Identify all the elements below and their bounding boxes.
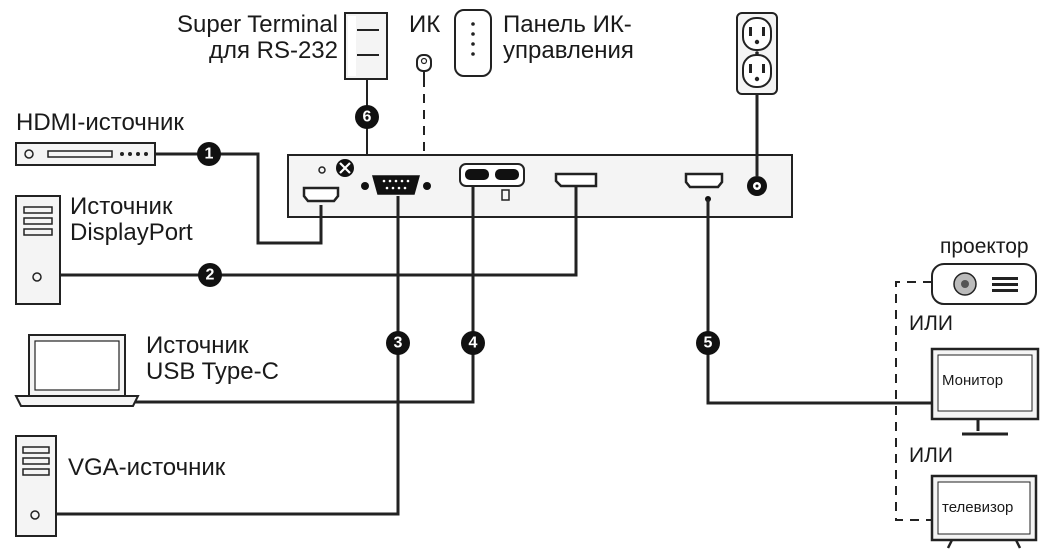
badge-6: 6 (355, 105, 379, 129)
cable-usbc (130, 186, 475, 404)
svg-text:6: 6 (363, 109, 372, 126)
badge-1: 1 (197, 142, 221, 166)
svg-text:3: 3 (394, 335, 403, 352)
tv-label: телевизор (942, 499, 1014, 516)
switch-box (287, 154, 793, 218)
usb-c-ports (459, 163, 525, 201)
vga-source-label: VGA-источник (68, 454, 226, 481)
svg-text:4: 4 (469, 335, 478, 352)
svg-text:2: 2 (206, 267, 215, 284)
hdmi-source-label: HDMI-источник (16, 109, 184, 136)
laptop-icon (14, 334, 140, 407)
badge-5: 5 (696, 331, 720, 355)
ir-remote-icon (454, 9, 492, 77)
usbc-source-label: Источник USB Type-C (146, 332, 279, 385)
cable-hdmi (155, 152, 323, 245)
badge-3: 3 (386, 331, 410, 355)
rs232-terminal-icon (344, 12, 388, 80)
or-label-1: ИЛИ (909, 312, 953, 335)
hdmi-out-port (684, 172, 724, 189)
reset-icon (336, 159, 354, 177)
projector-icon (931, 263, 1037, 305)
pc-tower-icon (15, 195, 61, 305)
hdmi-in-port (302, 186, 340, 203)
or-label-2: ИЛИ (909, 444, 953, 467)
badge-4: 4 (461, 331, 485, 355)
tv-icon (930, 474, 1038, 549)
vga-port (361, 175, 431, 195)
monitor-label: Монитор (942, 372, 1004, 389)
badge-2: 2 (198, 263, 222, 287)
ir-label: ИК (409, 11, 441, 38)
super-terminal-label: Super Terminal для RS-232 (177, 11, 338, 64)
svg-text:1: 1 (205, 146, 214, 163)
displayport-in-port (554, 172, 598, 188)
cable-displayport (60, 187, 578, 277)
power-jack (747, 176, 767, 196)
monitor-icon (930, 347, 1040, 436)
cable-vga (54, 196, 400, 516)
ir-jack-port (318, 166, 326, 174)
projector-label: проектор (940, 235, 1029, 258)
hdmi-player-device (15, 142, 156, 166)
svg-text:5: 5 (704, 335, 713, 352)
cable-hdmi-out (706, 199, 932, 405)
output-bracket (895, 281, 932, 521)
power-outlet-icon (736, 12, 778, 95)
pc-tower-icon (15, 435, 57, 537)
displayport-source-label: Источник DisplayPort (70, 193, 193, 246)
ir-panel-label: Панель ИК- управления (503, 11, 634, 64)
ir-receiver-icon (416, 54, 432, 78)
